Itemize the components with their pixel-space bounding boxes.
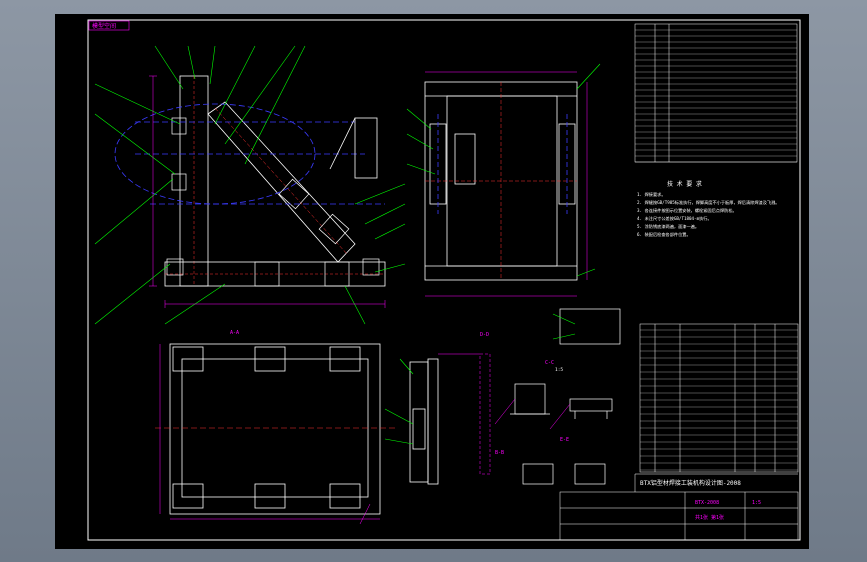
title-text: BTX铝型材焊接工装机构设计图-2008 xyxy=(640,479,741,487)
technical-notes: 技 术 要 求 1. 焊接要求。 2. 焊缝按GB/T985标准执行，焊脚高度不… xyxy=(637,180,779,238)
notes-title: 技 术 要 求 xyxy=(667,180,702,188)
model-tab-label[interactable]: 模型空间 xyxy=(92,22,116,30)
end-view xyxy=(424,81,578,281)
cad-drawing: 模型空间 xyxy=(87,19,801,541)
front-leaders xyxy=(94,45,406,325)
detail-c-label: C-C xyxy=(545,360,554,366)
drawing-border xyxy=(87,19,801,541)
diagonal-brace xyxy=(207,101,356,263)
sheet-number: 共1张 第1张 xyxy=(695,514,724,521)
detail-scale: 1:5 xyxy=(555,367,563,373)
detail-d-label: D-D xyxy=(480,332,489,338)
front-view xyxy=(114,75,386,287)
plan-frame-outer xyxy=(169,343,381,515)
note-5: 5. 涂防锈底漆两遍，面漆一遍。 xyxy=(637,223,699,230)
note-6: 6. 装配后检查各部件位置。 xyxy=(637,231,691,238)
side-view-label: A-A xyxy=(230,330,239,336)
drawing-number: BTX-2008 xyxy=(695,500,719,506)
plan-view xyxy=(155,343,395,515)
left-end-label: E-E xyxy=(560,437,569,443)
top-view-label: B-B xyxy=(495,450,504,456)
detail-c xyxy=(510,308,621,485)
side-detail-view xyxy=(409,358,439,485)
title-scale: 1:5 xyxy=(752,500,761,506)
note-2: 2. 焊缝按GB/T985标准执行，焊脚高度不小于板厚，焊后清除焊渣及飞溅。 xyxy=(637,199,779,206)
parts-list xyxy=(639,323,799,473)
title-block xyxy=(559,473,799,541)
note-1: 1. 焊接要求。 xyxy=(637,191,666,198)
note-4: 4. 未注尺寸公差按GB/T1804-m执行。 xyxy=(637,215,712,222)
model-tab-frame xyxy=(88,20,130,31)
drawing-canvas[interactable]: 模型空间 xyxy=(55,14,809,549)
note-3: 3. 各连接件按图示位置安装，螺栓紧固后点焊防松。 xyxy=(637,207,737,214)
dimension-table xyxy=(634,23,798,163)
front-dimensions xyxy=(149,75,386,308)
